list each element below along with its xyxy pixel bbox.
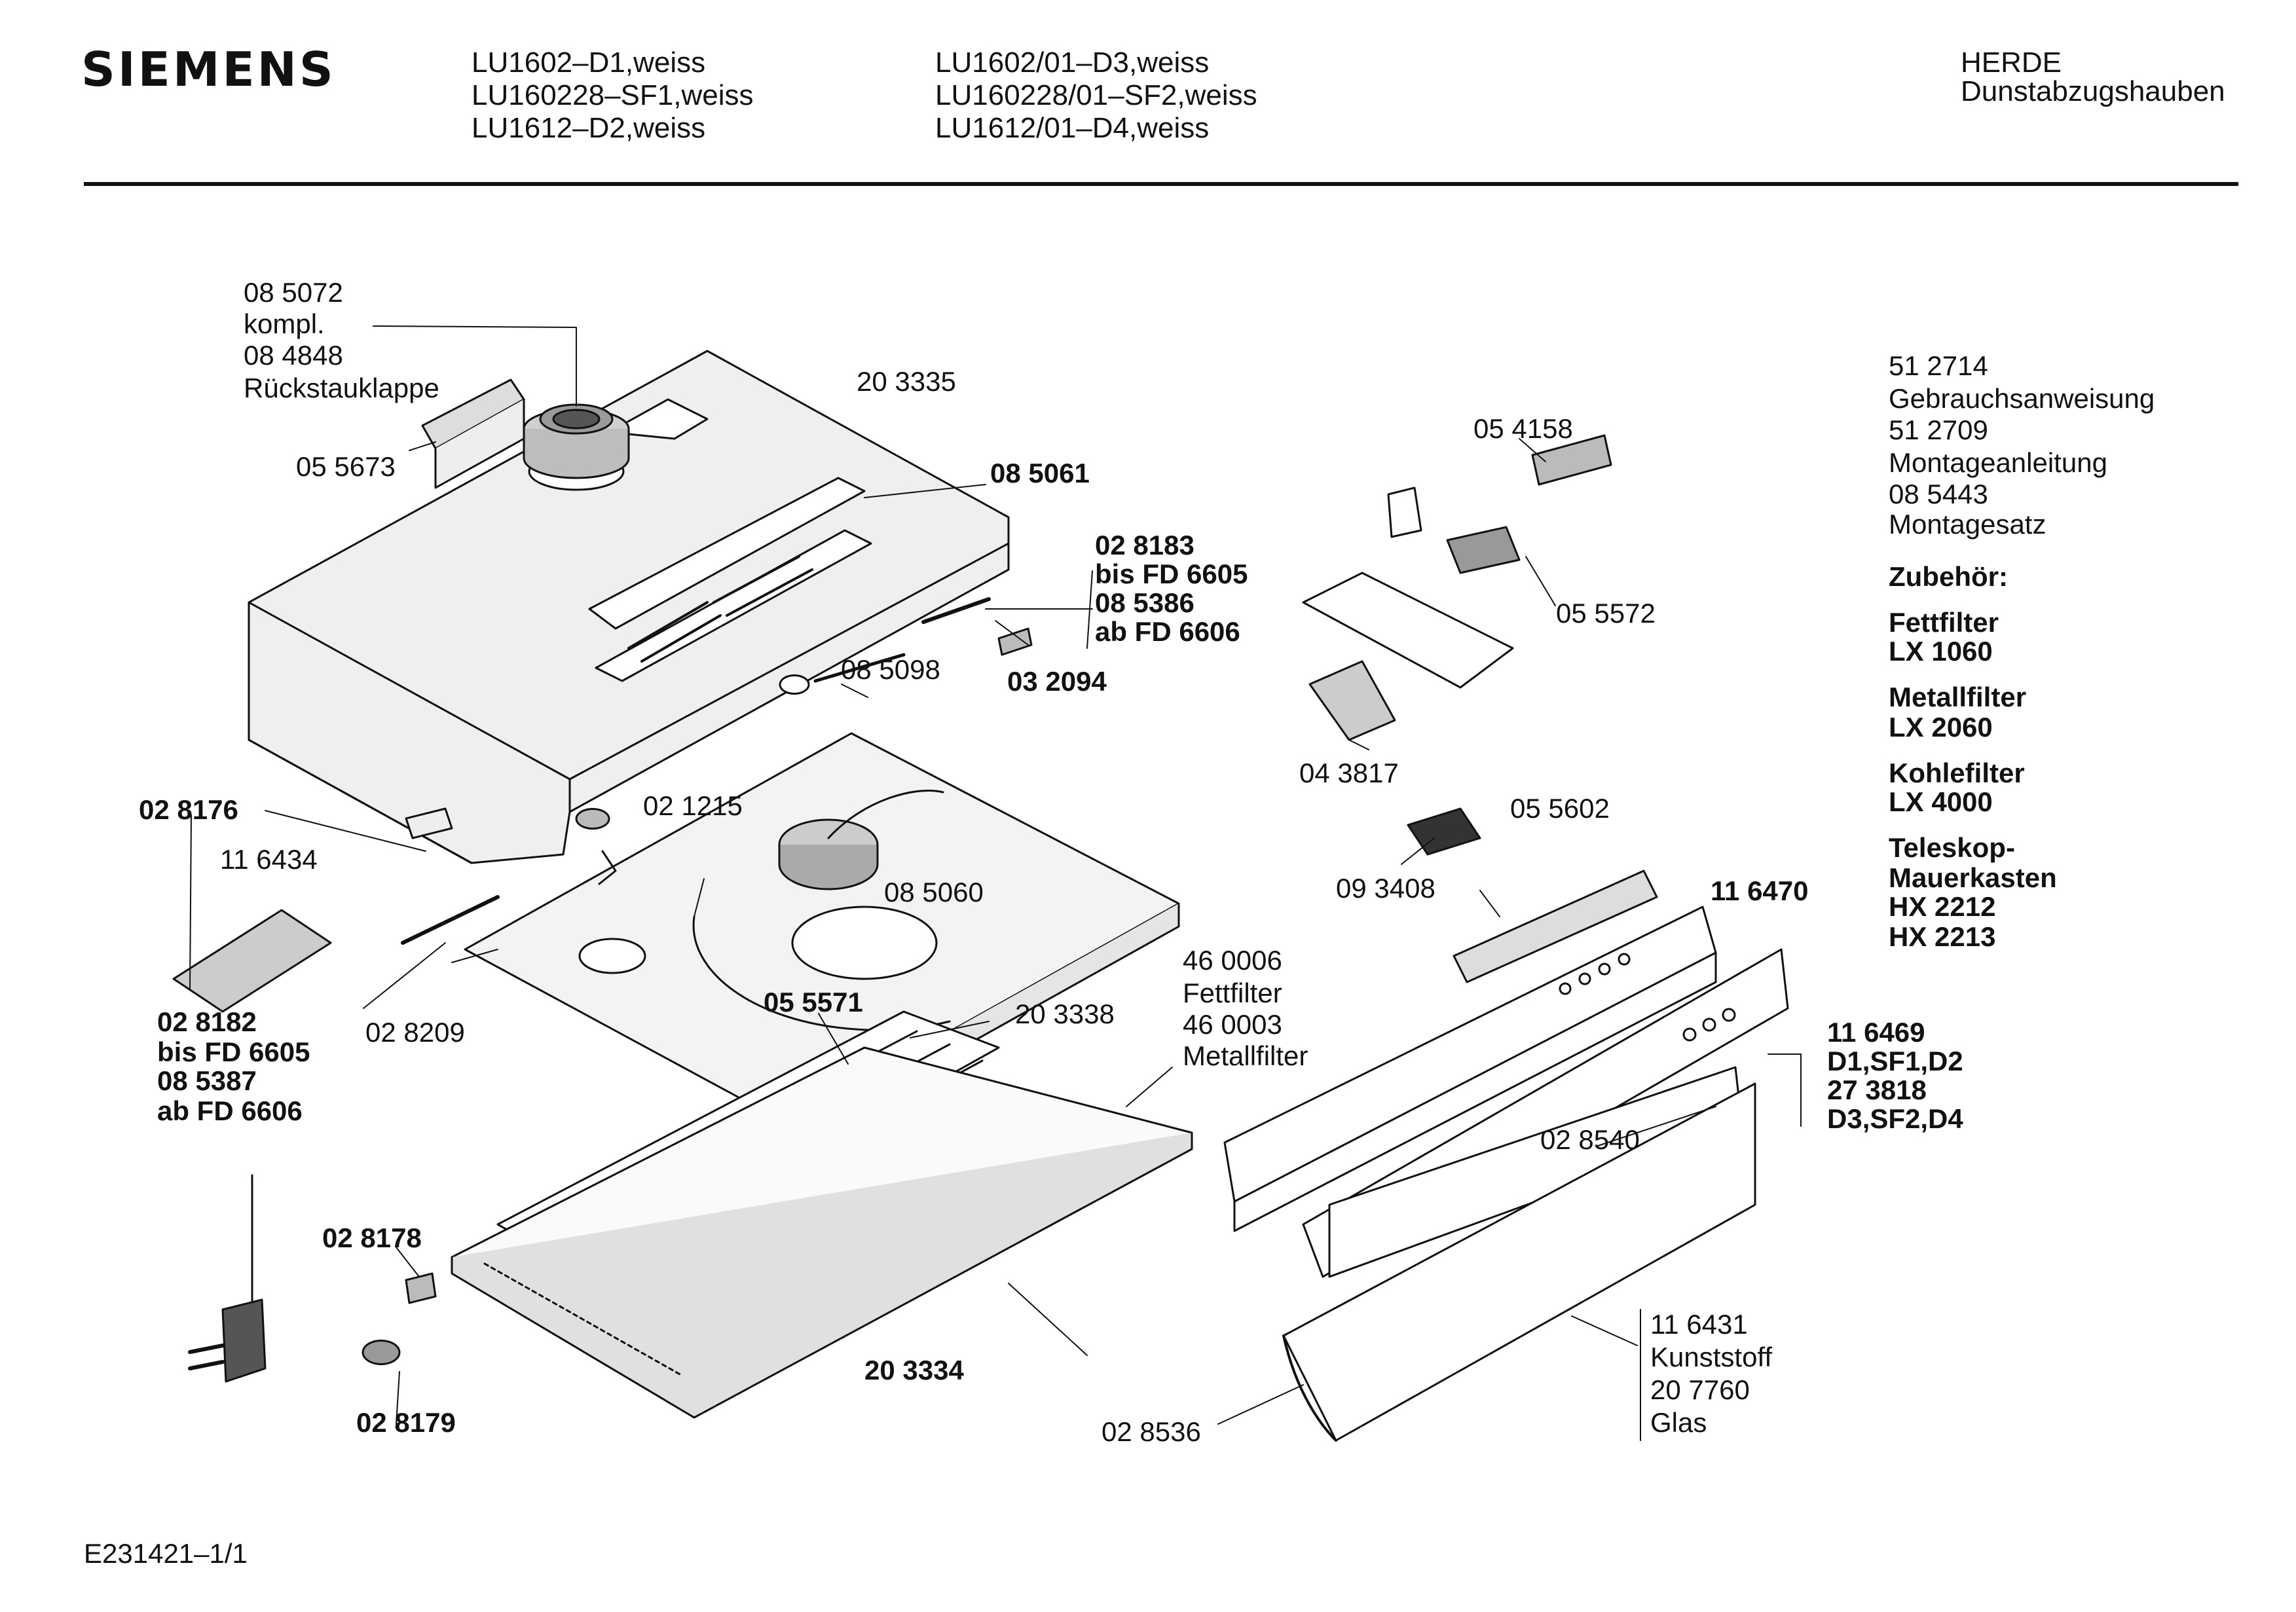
part-label: Rückstauklappe bbox=[244, 373, 439, 403]
part-label: 20 3334 bbox=[864, 1355, 964, 1385]
accessory-name: Mauerkasten bbox=[1889, 862, 2057, 893]
model-item: LU1602/01–D3,weiss bbox=[935, 46, 1210, 79]
category-subtitle: Dunstabzugshauben bbox=[1961, 75, 2225, 107]
doc-code: 51 2709 bbox=[1889, 414, 1988, 445]
model-item: LU1602–D1,weiss bbox=[472, 46, 706, 79]
brand-logo: SIEMENS bbox=[81, 42, 336, 97]
part-label: 02 1215 bbox=[643, 790, 743, 821]
backflow-flap bbox=[421, 378, 525, 489]
accessory-code: LX 1060 bbox=[1889, 636, 1993, 667]
doc-desc: Montagesatz bbox=[1889, 509, 2046, 540]
category-title: HERDE bbox=[1961, 46, 2062, 79]
part-label: 11 6434 bbox=[220, 844, 318, 875]
part-label: 05 5673 bbox=[296, 451, 396, 482]
model-item: LU1612/01–D4,weiss bbox=[935, 112, 1210, 144]
power-plug bbox=[188, 1174, 267, 1383]
part-label: 08 5061 bbox=[990, 458, 1090, 488]
accessory-code: HX 2213 bbox=[1889, 921, 1996, 952]
model-item: LU1612–D2,weiss bbox=[472, 112, 706, 144]
part-label: 02 8182 bbox=[157, 1006, 257, 1037]
part-label: 05 4158 bbox=[1473, 413, 1573, 444]
part-label: Metallfilter bbox=[1183, 1040, 1308, 1071]
accessory-name: Metallfilter bbox=[1889, 682, 2027, 712]
part-label: 11 6469 bbox=[1827, 1017, 1925, 1048]
part-label: Kunststoff bbox=[1650, 1342, 1773, 1372]
header-divider bbox=[84, 182, 2238, 186]
accessory-code: LX 4000 bbox=[1889, 786, 1993, 817]
part-label: 46 0003 bbox=[1183, 1009, 1282, 1040]
part-label: 05 5572 bbox=[1556, 598, 1656, 629]
model-item: LU160228/01–SF2,weiss bbox=[935, 79, 1257, 111]
part-label: 08 5386 bbox=[1095, 587, 1194, 618]
doc-desc: Montageanleitung bbox=[1889, 447, 2107, 478]
part-label: 27 3818 bbox=[1827, 1074, 1927, 1105]
part-label: 08 5098 bbox=[841, 654, 940, 685]
part-label: D1,SF1,D2 bbox=[1827, 1046, 1963, 1076]
part-label: ab FD 6606 bbox=[1095, 616, 1240, 647]
part-label: 20 7760 bbox=[1650, 1374, 1750, 1405]
part-label: 08 5387 bbox=[157, 1065, 257, 1096]
part-label: 11 6470 bbox=[1711, 875, 1809, 906]
part-label: 03 2094 bbox=[1007, 666, 1107, 697]
part-label: 09 3408 bbox=[1336, 873, 1435, 904]
part-label: 02 8536 bbox=[1102, 1416, 1201, 1447]
part-label: 20 3338 bbox=[1015, 998, 1115, 1029]
part-label: bis FD 6605 bbox=[157, 1036, 310, 1067]
part-label: 46 0006 bbox=[1183, 945, 1282, 976]
part-label: 02 8209 bbox=[365, 1017, 465, 1048]
part-label: 20 3335 bbox=[857, 366, 956, 397]
part-label: kompl. bbox=[244, 308, 325, 339]
doc-code: 08 5443 bbox=[1889, 479, 1988, 509]
control-panel bbox=[1223, 870, 1717, 1232]
top-plate bbox=[588, 477, 872, 682]
part-label: bis FD 6605 bbox=[1095, 559, 1248, 589]
part-label: 08 4848 bbox=[244, 340, 343, 371]
fan-motor bbox=[778, 790, 944, 890]
document-id: E231421–1/1 bbox=[84, 1538, 248, 1569]
accessory-code: HX 2212 bbox=[1889, 891, 1996, 922]
accessory-name: Fettfilter bbox=[1889, 607, 1999, 638]
part-label: 02 8540 bbox=[1540, 1124, 1640, 1155]
part-label: 02 8176 bbox=[139, 794, 238, 825]
part-label: 05 5571 bbox=[764, 987, 863, 1017]
accessory-name: Kohlefilter bbox=[1889, 758, 2025, 788]
outlet-collar bbox=[523, 403, 630, 491]
part-label: 02 8178 bbox=[322, 1222, 422, 1253]
part-label: Glas bbox=[1650, 1407, 1707, 1438]
metal-filter bbox=[451, 1046, 1193, 1419]
part-label: 05 5602 bbox=[1510, 793, 1610, 824]
part-label: 04 3817 bbox=[1299, 758, 1399, 788]
part-label: 02 8183 bbox=[1095, 530, 1194, 560]
part-label: 11 6431 bbox=[1650, 1309, 1748, 1340]
doc-desc: Gebrauchsanweisung bbox=[1889, 383, 2155, 414]
small-parts bbox=[172, 597, 1033, 1365]
part-label: D3,SF2,D4 bbox=[1827, 1103, 1963, 1134]
accessory-name: Teleskop- bbox=[1889, 832, 2015, 863]
model-item: LU160228–SF1,weiss bbox=[472, 79, 754, 111]
part-label: 08 5072 bbox=[244, 277, 343, 308]
leader-lines bbox=[189, 325, 1802, 1441]
part-label: Fettfilter bbox=[1183, 978, 1282, 1008]
accessories-heading: Zubehör: bbox=[1889, 561, 2008, 592]
part-label: ab FD 6606 bbox=[157, 1095, 303, 1126]
electrical-components bbox=[1302, 434, 1612, 856]
part-label: 08 5060 bbox=[884, 877, 984, 907]
doc-code: 51 2714 bbox=[1889, 350, 1988, 381]
part-label: 02 8179 bbox=[356, 1407, 456, 1438]
lamp-cover bbox=[1282, 1082, 1756, 1442]
accessory-code: LX 2060 bbox=[1889, 712, 1993, 742]
